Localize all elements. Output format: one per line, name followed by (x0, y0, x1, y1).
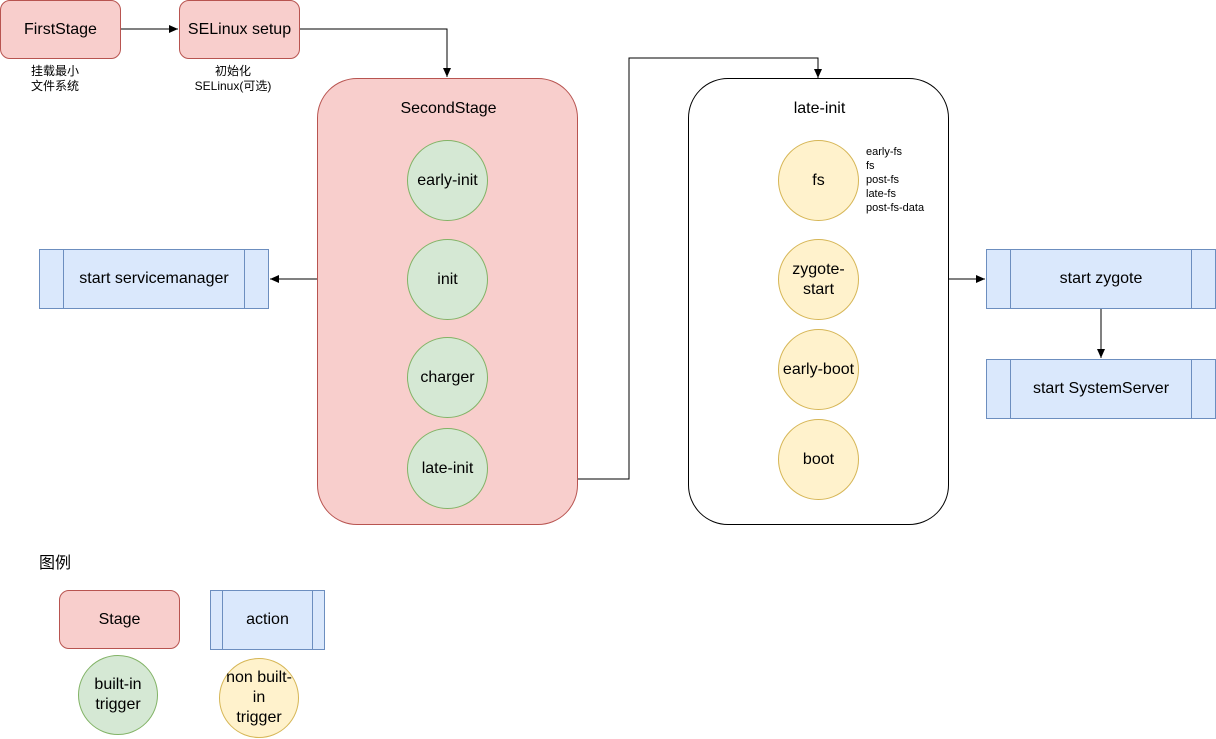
fs-note-fs: fs (866, 160, 875, 172)
legend-nonbuiltin-line1: non built- (226, 669, 292, 686)
first-stage-note: 挂载最小 文件系统 (15, 64, 95, 94)
first-stage-box: FirstStage (0, 0, 121, 59)
trigger-zygote-start: zygote- start (778, 239, 859, 320)
first-stage-note-line2: 文件系统 (30, 79, 79, 93)
action-start-zygote: start zygote (986, 249, 1216, 309)
fs-note-early-fs: early-fs (866, 146, 903, 158)
legend-action: action (210, 590, 325, 650)
legend-builtin-line2: trigger (95, 696, 141, 713)
legend-nonbuiltin-line3: trigger (236, 709, 282, 726)
action-start-zygote-label: start zygote (1059, 270, 1143, 287)
action-right-bar (1191, 360, 1192, 418)
action-right-bar (312, 591, 313, 649)
fs-note-late-fs: late-fs (866, 188, 896, 200)
trigger-fs: fs (778, 140, 859, 221)
legend-builtin-trigger: built-in trigger (78, 655, 158, 735)
selinux-note-line2: SELinux(可选) (194, 79, 272, 93)
legend-action-label: action (246, 611, 289, 628)
selinux-note: 初始化 SELinux(可选) (183, 64, 283, 94)
first-stage-note-line1: 挂载最小 (30, 64, 79, 78)
action-start-systemserver-label: start SystemServer (1032, 380, 1170, 397)
trigger-charger: charger (407, 337, 488, 418)
trigger-boot: boot (778, 419, 859, 500)
action-left-bar (1010, 360, 1011, 418)
trigger-late-init-label: late-init (421, 459, 474, 477)
first-stage-label: FirstStage (24, 20, 97, 38)
trigger-early-boot-label: early-boot (782, 360, 855, 378)
trigger-early-init-label: early-init (417, 171, 478, 189)
legend-stage: Stage (59, 590, 180, 649)
action-left-bar (63, 250, 64, 308)
trigger-early-boot: early-boot (778, 329, 859, 410)
legend-nonbuiltin-line2: in (252, 689, 266, 706)
action-left-bar (222, 591, 223, 649)
trigger-fs-label: fs (812, 171, 825, 189)
selinux-setup-label: SELinux setup (187, 20, 292, 38)
legend-title: 图例 (39, 555, 72, 572)
fs-note-post-fs: post-fs (866, 174, 900, 186)
selinux-note-line1: 初始化 (214, 64, 251, 78)
arrow-selinux-to-secondstage (299, 28, 451, 77)
selinux-setup-box: SELinux setup (179, 0, 300, 59)
trigger-zygote-start-line2: start (802, 280, 835, 298)
action-right-bar (244, 250, 245, 308)
trigger-zygote-start-line1: zygote- (792, 260, 845, 278)
legend-stage-label: Stage (98, 610, 141, 628)
fs-stages-note: early-fs fs post-fs late-fs post-fs-data (866, 145, 956, 215)
fs-note-post-fs-data: post-fs-data (866, 202, 925, 214)
action-start-servicemanager: start servicemanager (39, 249, 269, 309)
trigger-init: init (407, 239, 488, 320)
trigger-boot-label: boot (802, 450, 835, 468)
action-right-bar (1191, 250, 1192, 308)
action-left-bar (1010, 250, 1011, 308)
trigger-charger-label: charger (420, 368, 475, 386)
action-start-systemserver: start SystemServer (986, 359, 1216, 419)
trigger-early-init: early-init (407, 140, 488, 221)
action-start-servicemanager-label: start servicemanager (79, 270, 229, 287)
legend-nonbuiltin-trigger: non built- in trigger (219, 658, 299, 738)
legend-builtin-line1: built-in (94, 676, 142, 693)
late-init-title: late-init (793, 100, 846, 117)
trigger-late-init: late-init (407, 428, 488, 509)
second-stage-title: SecondStage (400, 100, 497, 117)
trigger-init-label: init (437, 270, 458, 288)
